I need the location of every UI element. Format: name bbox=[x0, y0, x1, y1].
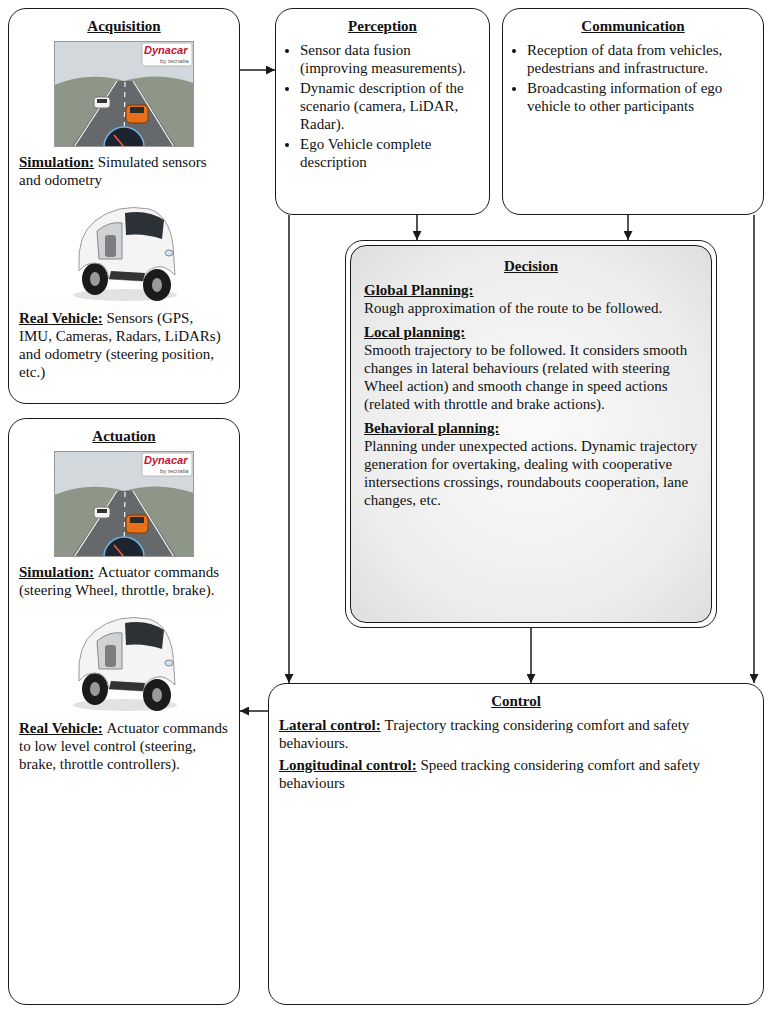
section-heading: Real Vehicle: bbox=[19, 310, 103, 326]
box-heading: Control bbox=[279, 692, 753, 710]
box-heading: Perception bbox=[286, 17, 479, 35]
connector-arrow bbox=[240, 69, 275, 71]
connector-arrow bbox=[240, 710, 268, 712]
connector-arrow bbox=[288, 215, 290, 683]
section-heading: Lateral control: bbox=[279, 717, 381, 733]
text-row: Real Vehicle:Actuator commands to low le… bbox=[19, 719, 229, 773]
simulator-screenshot: Dynacar by tecnalia bbox=[54, 41, 194, 147]
text-row: Simulation:Simulated sensors and odometr… bbox=[19, 153, 229, 189]
box-heading: Communication bbox=[513, 17, 753, 35]
bullet-text: Ego Vehicle complete description bbox=[300, 136, 431, 170]
module-box: ControlLateral control:Trajectory tracki… bbox=[268, 683, 764, 1005]
text-row: Lateral control:Trajectory tracking cons… bbox=[279, 716, 753, 752]
module-box: AcquisitionDynacar by tecnaliaSimulation:… bbox=[8, 8, 240, 404]
box-heading: Decision bbox=[364, 257, 698, 275]
bullet-text: Dynamic description of the scenario (cam… bbox=[300, 80, 464, 132]
section-heading: Simulation: bbox=[19, 154, 94, 170]
logo-text: Dynacar bbox=[144, 455, 187, 466]
simulator-screenshot: Dynacar by tecnalia bbox=[54, 451, 194, 557]
text-row: Longitudinal control:Speed tracking cons… bbox=[279, 756, 753, 792]
bullet-item: Reception of data from vehicles, pedestr… bbox=[527, 41, 753, 77]
decision-box: DecisionGlobal Planning:Rough approximat… bbox=[345, 240, 717, 628]
vehicle-picture bbox=[65, 605, 183, 713]
bullet-text: Sensor data fusion (improving measuremen… bbox=[300, 42, 466, 76]
box-heading: Actuation bbox=[19, 427, 229, 445]
vehicle-picture bbox=[65, 195, 183, 303]
connector-arrow bbox=[753, 215, 755, 683]
bullet-item: Broadcasting information of ego vehicle … bbox=[527, 79, 753, 115]
body-text: Rough approximation of the route to be f… bbox=[364, 299, 698, 317]
bullet-item: Sensor data fusion (improving measuremen… bbox=[300, 41, 479, 77]
vehicle-drawing bbox=[65, 605, 183, 713]
bullet-list: Reception of data from vehicles, pedestr… bbox=[513, 41, 753, 115]
module-box: PerceptionSensor data fusion (improving … bbox=[275, 8, 490, 215]
box-heading: Acquisition bbox=[19, 17, 229, 35]
connector-arrow bbox=[627, 215, 629, 240]
bullet-text: Broadcasting information of ego vehicle … bbox=[527, 80, 722, 114]
text-row: Real Vehicle:Sensors (GPS, IMU, Cameras,… bbox=[19, 309, 229, 381]
logo-text: by tecnalia bbox=[160, 468, 189, 474]
section-heading: Simulation: bbox=[19, 564, 94, 580]
section-heading: Global Planning: bbox=[364, 281, 698, 299]
connector-arrow bbox=[530, 628, 532, 683]
module-box: ActuationDynacar by tecnaliaSimulation:Ac… bbox=[8, 418, 240, 1005]
bullet-item: Ego Vehicle complete description bbox=[300, 135, 479, 171]
body-text: Smooth trajectory to be followed. It con… bbox=[364, 341, 698, 413]
vehicle-drawing bbox=[65, 195, 183, 303]
text-row: Simulation:Actuator commands (steering W… bbox=[19, 563, 229, 599]
logo-text: Dynacar bbox=[144, 45, 187, 56]
section-heading: Real Vehicle: bbox=[19, 720, 103, 736]
logo-text: by tecnalia bbox=[160, 58, 189, 64]
section-heading: Behavioral planning: bbox=[364, 419, 698, 437]
bullet-list: Sensor data fusion (improving measuremen… bbox=[286, 41, 479, 171]
module-box: CommunicationReception of data from vehi… bbox=[502, 8, 764, 215]
connector-arrow bbox=[416, 215, 418, 240]
simulator-drawing bbox=[54, 41, 194, 147]
bullet-item: Dynamic description of the scenario (cam… bbox=[300, 79, 479, 133]
section-heading: Local planning: bbox=[364, 323, 698, 341]
simulator-drawing bbox=[54, 451, 194, 557]
body-text: Planning under unexpected actions. Dynam… bbox=[364, 437, 698, 509]
section-heading: Longitudinal control: bbox=[279, 757, 417, 773]
bullet-text: Reception of data from vehicles, pedestr… bbox=[527, 42, 722, 76]
